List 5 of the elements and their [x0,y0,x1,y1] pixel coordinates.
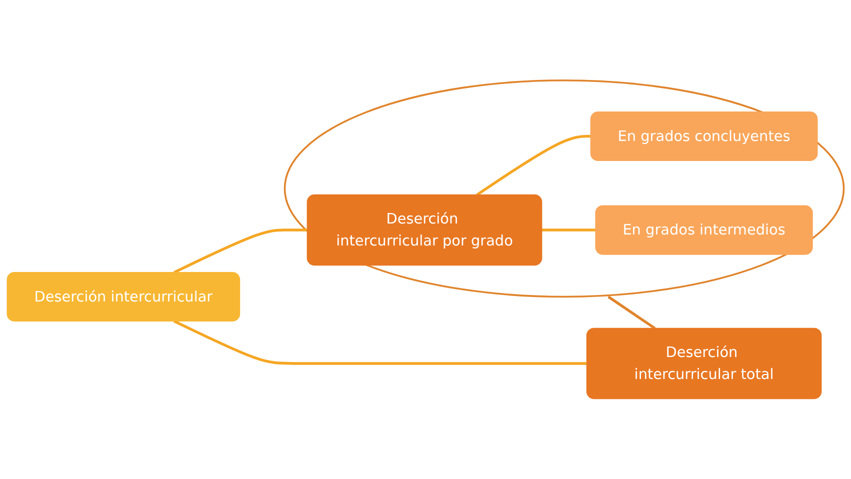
connector [173,228,308,274]
connector [173,320,587,365]
connector [608,296,656,330]
node-box: Deserción intercurricular total [586,328,822,400]
node-box: Deserción intercurricular [6,272,240,322]
